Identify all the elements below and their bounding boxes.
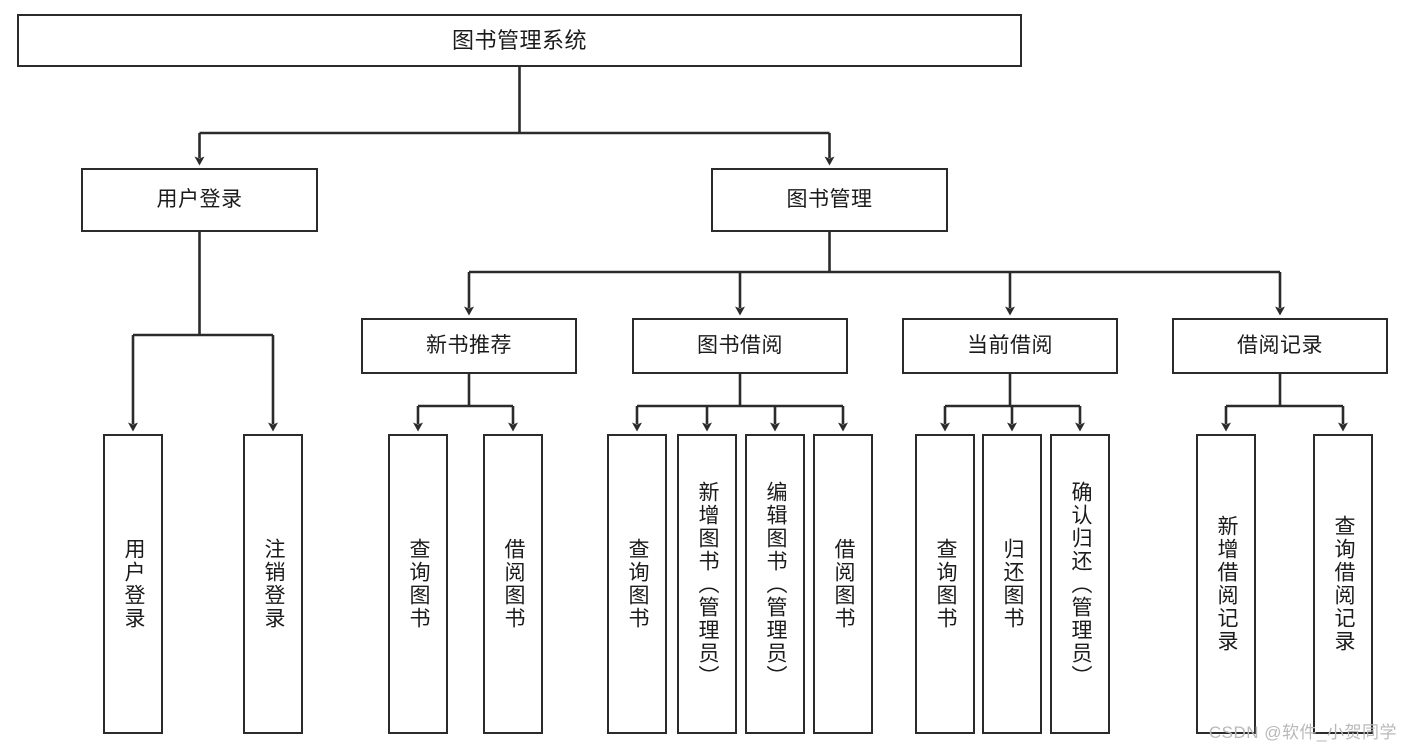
- node-leaf-query-book-2[interactable]: 查询图书: [607, 434, 667, 734]
- node-leaf-query-book-1-label: 查询图书: [407, 538, 431, 630]
- node-leaf-add-book[interactable]: 新增图书（管理员）: [677, 434, 737, 734]
- node-leaf-query-book-2-label: 查询图书: [626, 538, 650, 630]
- node-book-manage[interactable]: 图书管理: [711, 168, 948, 232]
- node-borrow-record[interactable]: 借阅记录: [1172, 318, 1388, 374]
- node-leaf-query-book-1[interactable]: 查询图书: [388, 434, 448, 734]
- node-new-book-recommend-label: 新书推荐: [426, 333, 512, 357]
- node-book-borrow[interactable]: 图书借阅: [632, 318, 848, 374]
- node-leaf-add-record[interactable]: 新增借阅记录: [1196, 434, 1256, 734]
- node-leaf-query-book-3[interactable]: 查询图书: [915, 434, 975, 734]
- node-root[interactable]: 图书管理系统: [17, 14, 1022, 67]
- node-user-login[interactable]: 用户登录: [81, 168, 318, 232]
- node-user-login-label: 用户登录: [156, 187, 243, 211]
- node-leaf-borrow-book-1[interactable]: 借阅图书: [483, 434, 543, 734]
- node-borrow-record-label: 借阅记录: [1237, 333, 1323, 357]
- csdn-watermark: CSDN @软件_小贺同学: [1208, 723, 1397, 742]
- node-leaf-confirm-return[interactable]: 确认归还（管理员）: [1050, 434, 1110, 734]
- node-leaf-confirm-return-label: 确认归还（管理员）: [1069, 480, 1093, 688]
- node-new-book-recommend[interactable]: 新书推荐: [361, 318, 577, 374]
- node-leaf-return-book[interactable]: 归还图书: [982, 434, 1042, 734]
- node-leaf-query-record-label: 查询借阅记录: [1332, 515, 1356, 653]
- node-leaf-query-book-3-label: 查询图书: [934, 538, 958, 630]
- node-leaf-query-record[interactable]: 查询借阅记录: [1313, 434, 1373, 734]
- node-leaf-edit-book-label: 编辑图书（管理员）: [764, 480, 788, 688]
- node-leaf-edit-book[interactable]: 编辑图书（管理员）: [745, 434, 805, 734]
- node-book-manage-label: 图书管理: [786, 187, 873, 211]
- node-leaf-add-book-label: 新增图书（管理员）: [696, 480, 720, 688]
- node-current-borrow-label: 当前借阅: [967, 333, 1053, 357]
- node-leaf-return-book-label: 归还图书: [1001, 538, 1025, 630]
- node-book-borrow-label: 图书借阅: [697, 333, 783, 357]
- node-leaf-logout-label: 注销登录: [262, 538, 286, 630]
- node-leaf-add-record-label: 新增借阅记录: [1215, 515, 1239, 653]
- node-leaf-logout[interactable]: 注销登录: [243, 434, 303, 734]
- node-leaf-user-login-label: 用户登录: [122, 538, 146, 630]
- node-leaf-borrow-book-2[interactable]: 借阅图书: [813, 434, 873, 734]
- node-leaf-user-login[interactable]: 用户登录: [103, 434, 163, 734]
- node-leaf-borrow-book-2-label: 借阅图书: [832, 538, 856, 630]
- node-current-borrow[interactable]: 当前借阅: [902, 318, 1118, 374]
- node-root-label: 图书管理系统: [451, 27, 587, 53]
- node-leaf-borrow-book-1-label: 借阅图书: [502, 538, 526, 630]
